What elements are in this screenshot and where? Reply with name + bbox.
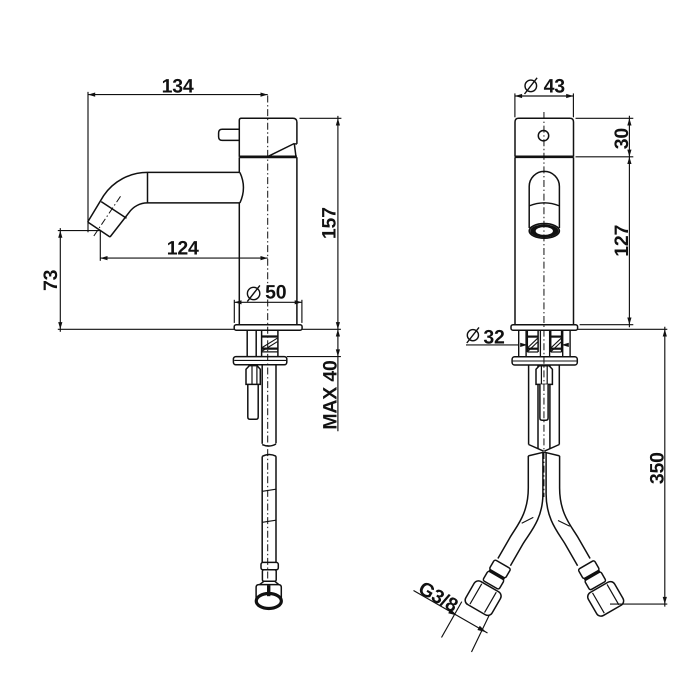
svg-text:MAX 40: MAX 40 bbox=[319, 360, 341, 430]
svg-text:134: 134 bbox=[162, 75, 194, 97]
svg-text:50: 50 bbox=[265, 282, 287, 304]
svg-text:124: 124 bbox=[167, 237, 199, 259]
svg-text:127: 127 bbox=[611, 225, 633, 257]
svg-text:32: 32 bbox=[483, 326, 505, 348]
svg-text:157: 157 bbox=[318, 207, 340, 239]
svg-text:43: 43 bbox=[544, 76, 566, 98]
svg-text:350: 350 bbox=[646, 452, 668, 484]
svg-text:30: 30 bbox=[611, 128, 633, 150]
svg-text:73: 73 bbox=[40, 269, 62, 291]
